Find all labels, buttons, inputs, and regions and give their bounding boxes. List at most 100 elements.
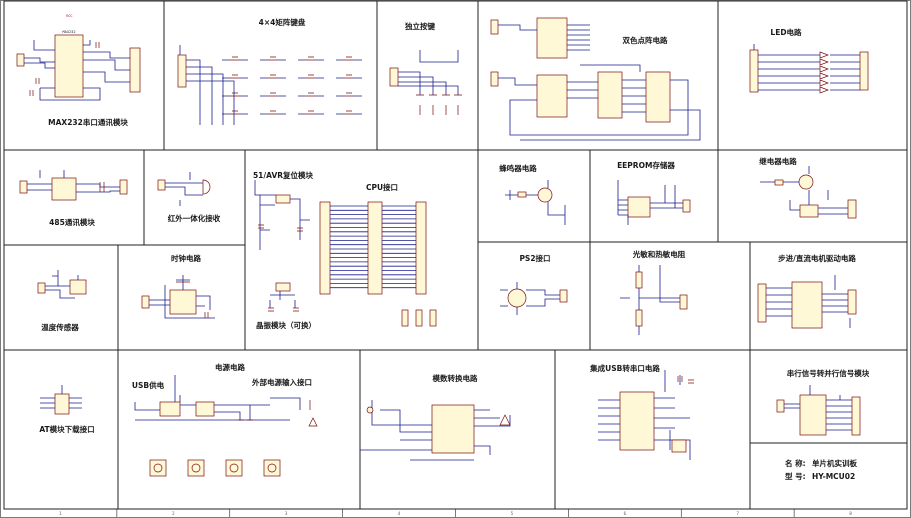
block-title-cpu: CPU接口 xyxy=(366,182,398,192)
motor-driver-circuit xyxy=(757,275,857,329)
at24c02-chip xyxy=(627,196,651,218)
eeprom-circuit xyxy=(617,180,691,225)
isp-header xyxy=(54,393,70,415)
column-tick-label: 8 xyxy=(849,511,852,516)
tact-switch xyxy=(187,459,205,477)
adc-circuit xyxy=(360,400,511,461)
keypad-header xyxy=(177,54,187,88)
title-name-label: 名 称: xyxy=(785,458,806,468)
power-switch xyxy=(195,401,215,417)
block-title-usb-power: USB供电 xyxy=(132,380,165,390)
schematic-drawing: MAX232 VCC xyxy=(16,14,869,477)
uln2003-chip xyxy=(791,281,823,329)
ds18b20 xyxy=(69,279,87,295)
block-title-usb-serial: 集成USB转串口电路 xyxy=(589,363,660,373)
hc595-a xyxy=(536,17,568,59)
temp-sensor-circuit xyxy=(37,270,87,299)
clock-header xyxy=(141,295,150,309)
eeprom-header xyxy=(682,199,691,213)
relay-circuit xyxy=(760,166,857,219)
keypad-switch xyxy=(268,110,278,115)
title-block: 名 称: 单片机实训板 型 号: HY-MCU02 xyxy=(785,458,857,481)
buzzer-transistor xyxy=(537,187,553,203)
max232-circuit: MAX232 VCC xyxy=(16,14,141,101)
keypad-switch xyxy=(344,56,354,61)
keypad-switch xyxy=(306,110,316,115)
block-title-eeprom: EEPROM存储器 xyxy=(617,160,675,170)
motor-header-out xyxy=(847,289,857,315)
thermistor xyxy=(635,309,643,327)
tact-switch-button xyxy=(267,463,277,473)
column-tick-label: 7 xyxy=(736,511,739,516)
keypad-switch xyxy=(344,74,354,79)
keypad-switch xyxy=(268,56,278,61)
reset-jumper xyxy=(275,194,291,204)
photo-thermistor-circuit xyxy=(620,265,688,335)
max232-header xyxy=(16,53,25,67)
block-title-reset: 51/AVR复位模块 xyxy=(253,170,314,180)
temp-header xyxy=(37,282,46,294)
hc595-b xyxy=(536,74,568,118)
block-title-max232: MAX232串口通讯模块 xyxy=(48,117,128,127)
block-title-buzzer: 蜂鸣器电路 xyxy=(499,163,537,173)
block-title-crystal: 晶振模块（可换） xyxy=(256,320,316,330)
block-title-adc: 模数转换电路 xyxy=(433,373,478,383)
keys-header xyxy=(389,67,399,87)
relay-terminal xyxy=(847,199,857,219)
block-title-serial-parallel: 串行信号转并行信号模块 xyxy=(787,368,870,378)
buzzer-resistor xyxy=(517,191,527,198)
keypad-switch xyxy=(230,56,240,61)
serial-parallel-header xyxy=(851,396,861,436)
led-resistor-array xyxy=(749,49,759,93)
ps2-header xyxy=(559,289,568,303)
block-title-clock: 时钟电路 xyxy=(171,253,201,263)
tact-switch xyxy=(149,459,167,477)
keypad-switch xyxy=(344,92,354,97)
column-tick-label: 6 xyxy=(624,511,627,516)
block-title-relay: 继电器电路 xyxy=(759,156,797,166)
tact-switch-button xyxy=(191,463,201,473)
block-dividers xyxy=(4,1,907,509)
ps2-connector xyxy=(507,288,527,308)
hc595-c xyxy=(597,71,623,119)
keypad-switch xyxy=(306,74,316,79)
isp-circuit xyxy=(40,385,82,415)
block-title-photo-thermistor: 光敏和热敏电阻 xyxy=(632,249,686,259)
matrix-keypad-circuit xyxy=(177,45,362,125)
usb-serial-circuit xyxy=(598,370,694,460)
tact-switch-button xyxy=(229,463,239,473)
reset-circuit xyxy=(254,180,310,312)
dot-header-a xyxy=(490,19,499,35)
tact-switch xyxy=(263,459,281,477)
column-tick-label: 4 xyxy=(398,511,401,516)
ir-header xyxy=(157,179,166,191)
keypad-switch xyxy=(268,74,278,79)
block-title-motor: 步进/直流电机驱动电路 xyxy=(778,253,856,263)
cpu-header-left xyxy=(319,201,331,295)
block-title-keys: 独立按键 xyxy=(405,21,435,31)
keypad-switch xyxy=(268,92,278,97)
cpu-pullup-c xyxy=(429,309,437,327)
cpu-pullup-a xyxy=(401,309,409,327)
usb-power-jack xyxy=(159,401,181,417)
column-tick-label: 3 xyxy=(285,511,288,516)
dot-header-b xyxy=(490,71,499,87)
independent-keys-circuit xyxy=(389,50,462,115)
cpu-header-right xyxy=(415,201,427,295)
motor-header-in xyxy=(757,283,767,323)
adc0832-chip xyxy=(431,404,475,454)
block-title-ps2: PS2接口 xyxy=(519,253,550,263)
block-title-power: 电源电路 xyxy=(215,362,245,372)
keypad-switch xyxy=(230,110,240,115)
ds1302-chip xyxy=(169,289,197,315)
column-tick-label: 5 xyxy=(511,511,514,516)
block-title-temp-sensor: 温度传感器 xyxy=(41,322,79,332)
tact-switch xyxy=(225,459,243,477)
max232-chip xyxy=(54,34,84,98)
max232-vcc: VCC xyxy=(66,14,73,18)
block-title-led: LED电路 xyxy=(770,27,802,37)
serial-parallel-circuit xyxy=(776,385,861,436)
usb-mini-connector xyxy=(671,439,687,453)
keypad-switch xyxy=(306,92,316,97)
